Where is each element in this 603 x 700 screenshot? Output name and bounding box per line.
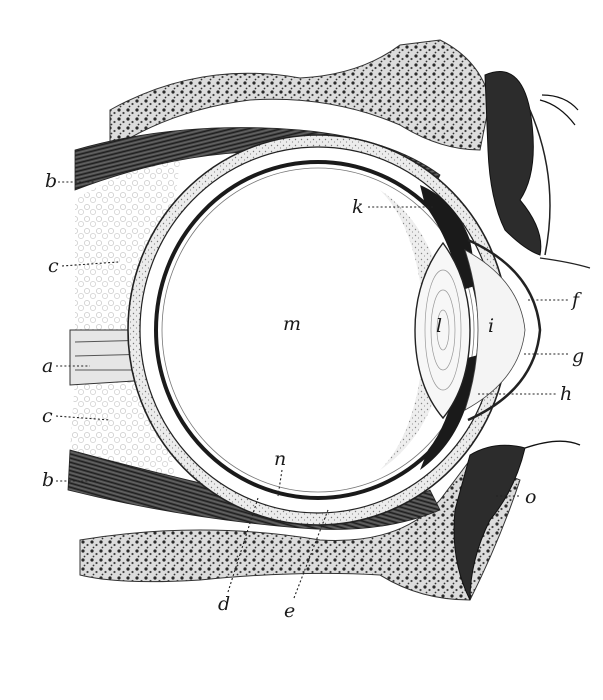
upper-eyelid [484, 71, 542, 256]
label-b-top: b [45, 170, 95, 192]
label-c-bottom: c [42, 405, 111, 427]
label-n: n [274, 448, 286, 497]
iris-lower [420, 355, 478, 470]
lower-orbital-bone [79, 459, 521, 601]
eyelash-upper [539, 94, 579, 126]
label-o: o [496, 486, 536, 508]
label-a: a [42, 355, 90, 377]
label-i: i [488, 315, 494, 337]
label-b-bottom: b [42, 469, 96, 491]
upper-eyelid-skin [529, 109, 551, 256]
lower-eyelid [453, 444, 526, 601]
svg-text:d: d [218, 593, 230, 615]
label-k: k [352, 196, 435, 218]
upper-orbital-bone [109, 39, 491, 151]
label-e: e [284, 509, 329, 622]
lens-layers [424, 269, 462, 391]
cornea [467, 238, 542, 422]
anterior-chamber [464, 249, 526, 411]
svg-text:b: b [45, 170, 57, 192]
svg-text:h: h [560, 383, 572, 405]
label-m: m [283, 313, 301, 335]
svg-text:n: n [274, 448, 286, 470]
vitreous-body [161, 167, 475, 493]
conjunctiva [539, 257, 591, 269]
label-h: h [478, 383, 572, 405]
label-l: l [436, 315, 442, 337]
svg-text:c: c [48, 255, 59, 277]
svg-text:m: m [283, 313, 301, 335]
label-d: d [218, 497, 259, 615]
svg-text:k: k [352, 196, 364, 218]
label-g: g [524, 345, 584, 367]
svg-text:l: l [436, 315, 442, 337]
svg-text:i: i [488, 315, 494, 337]
iris-upper [420, 185, 478, 290]
svg-text:b: b [42, 469, 54, 491]
svg-text:c: c [42, 405, 53, 427]
lens [414, 241, 471, 420]
label-c-top: c [48, 255, 119, 277]
svg-text:e: e [284, 600, 295, 622]
svg-text:f: f [570, 289, 582, 311]
svg-text:g: g [572, 345, 584, 367]
label-f: f [528, 289, 582, 311]
svg-text:a: a [42, 355, 53, 377]
eyelash-lower [524, 440, 581, 449]
svg-text:o: o [525, 486, 536, 508]
